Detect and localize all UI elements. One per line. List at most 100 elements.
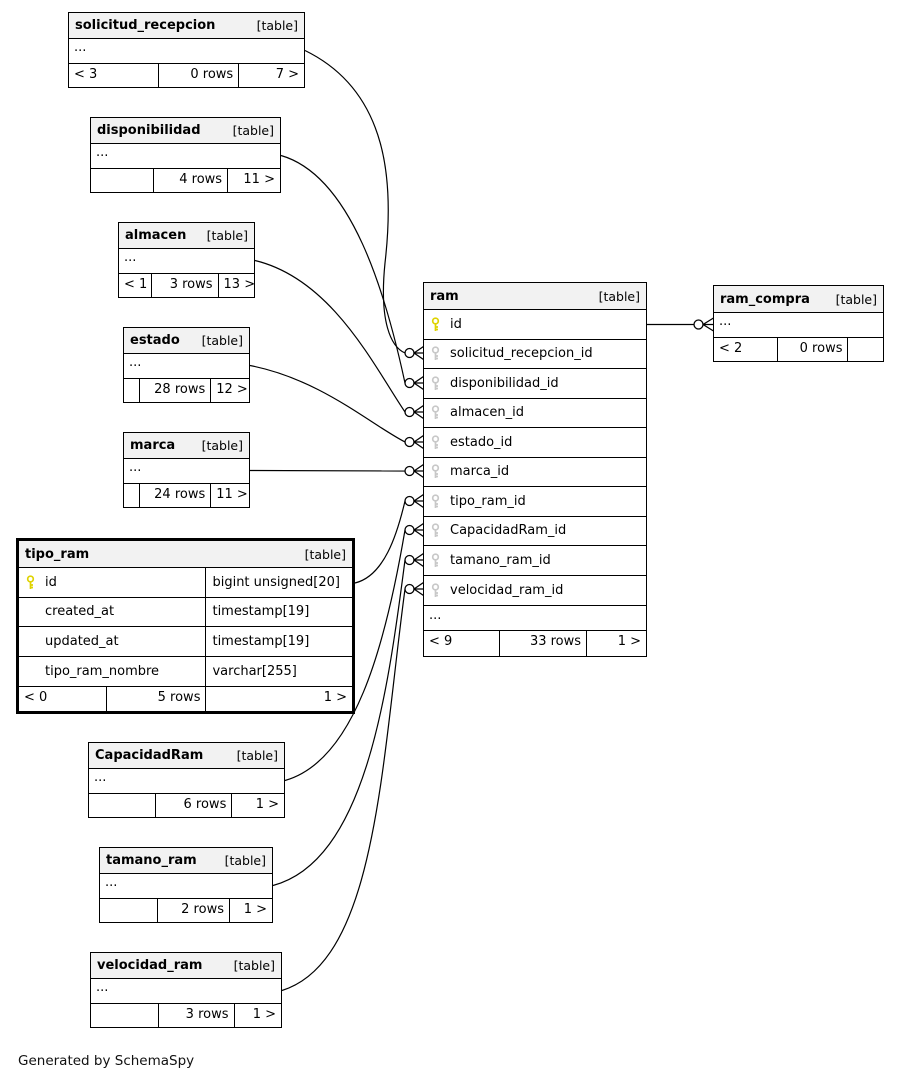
footer-children-count: < 9 <box>429 634 453 649</box>
column-row: id <box>424 310 646 340</box>
table-disponibilidad[interactable]: disponibilidad [table] ... 4 rows 11 > <box>90 117 281 193</box>
table-header: ram_compra [table] <box>714 286 883 313</box>
table-type-tag: [table] <box>256 18 298 33</box>
table-type-tag: [table] <box>201 438 243 453</box>
column-name: almacen_id <box>450 405 524 421</box>
table-header: ram [table] <box>424 283 646 310</box>
table-name: ram <box>430 288 459 304</box>
footer-parents-count: 1 > <box>231 794 284 817</box>
column-row: disponibilidad_id <box>424 369 646 399</box>
columns-ellipsis: ... <box>129 355 142 370</box>
link-estado-ram <box>249 364 406 443</box>
table-footer: 2 rows 1 > <box>100 898 272 922</box>
table-name: solicitud_recepcion <box>75 18 216 33</box>
link-tipo_ram-ram <box>354 500 406 584</box>
table-footer: < 0 5 rows 1 > <box>19 686 352 711</box>
table-tipo_ram[interactable]: tipo_ram [table] id bigint unsigned[20] … <box>16 538 355 714</box>
footer-children-count <box>100 899 157 922</box>
table-type-tag: [table] <box>232 123 274 138</box>
columns-ellipsis: ... <box>94 770 107 785</box>
column-row: estado_id <box>424 428 646 458</box>
table-capacidadram[interactable]: CapacidadRam [table] ... 6 rows 1 > <box>88 742 285 818</box>
table-footer: 6 rows 1 > <box>89 793 284 817</box>
table-header: tipo_ram [table] <box>19 541 352 568</box>
column-name: CapacidadRam_id <box>450 523 567 539</box>
crowfoot <box>413 345 424 361</box>
link-almacen-ram <box>254 259 406 413</box>
foreign-key-icon <box>430 494 450 509</box>
table-footer: < 2 0 rows <box>714 337 883 361</box>
column-name: updated_at <box>45 633 119 649</box>
table-name: disponibilidad <box>97 123 201 138</box>
column-name: marca_id <box>450 464 510 480</box>
table-ram[interactable]: ram [table] id solicitud_recepcion_id di… <box>423 282 647 657</box>
foreign-key-icon <box>430 464 450 479</box>
table-name: CapacidadRam <box>95 748 204 763</box>
generator-credit: Generated by SchemaSpy <box>18 1053 195 1069</box>
crowfoot <box>413 434 424 450</box>
zero-one-circle <box>404 554 415 566</box>
table-header: velocidad_ram [table] <box>91 953 281 979</box>
column-row: created_at timestamp[19] <box>19 597 352 627</box>
footer-parents-count: 1 > <box>205 687 352 711</box>
column-name: id <box>45 574 57 590</box>
footer-row-count: 3 rows <box>151 274 217 297</box>
columns-ellipsis: ... <box>124 250 137 265</box>
primary-key-icon <box>25 575 45 590</box>
table-header: disponibilidad [table] <box>91 118 280 144</box>
table-footer: < 3 0 rows 7 > <box>69 63 304 87</box>
footer-row-count: 0 rows <box>158 64 238 87</box>
link-marca-ram <box>249 469 406 472</box>
column-name: estado_id <box>450 434 513 450</box>
zero-one-circle <box>404 377 415 389</box>
table-velocidad_ram[interactable]: velocidad_ram [table] ... 3 rows 1 > <box>90 952 282 1028</box>
column-row: tipo_ram_nombre varchar[255] <box>19 656 352 686</box>
table-estado[interactable]: estado [table] ... 28 rows 12 > <box>123 327 250 403</box>
table-ram_compra[interactable]: ram_compra [table] ... < 2 0 rows <box>713 285 884 362</box>
table-type-tag: [table] <box>835 291 877 307</box>
link-solicitud_recepcion-ram <box>304 49 406 354</box>
table-header: almacen [table] <box>119 223 254 249</box>
table-name: almacen <box>125 228 187 243</box>
table-header: marca [table] <box>124 433 249 459</box>
table-type-tag: [table] <box>206 228 248 243</box>
column-name: tipo_ram_id <box>450 493 526 509</box>
columns-ellipsis: ... <box>129 460 142 475</box>
foreign-key-icon <box>430 435 450 450</box>
crowfoot <box>702 317 714 332</box>
table-solicitud_recepcion[interactable]: solicitud_recepcion [table] ... < 3 0 ro… <box>68 12 305 88</box>
footer-row-count: 3 rows <box>157 1004 234 1027</box>
link-tamano_ram-ram <box>272 559 406 887</box>
table-header: CapacidadRam [table] <box>89 743 284 769</box>
table-type-tag: [table] <box>224 853 266 868</box>
table-header: estado [table] <box>124 328 249 354</box>
column-name: id <box>450 316 462 332</box>
column-name: tamano_ram_id <box>450 552 551 568</box>
footer-row-count: 6 rows <box>155 794 231 817</box>
crowfoot <box>413 522 424 538</box>
footer-children-count <box>89 794 155 817</box>
footer-row-count: 4 rows <box>153 169 227 192</box>
table-marca[interactable]: marca [table] ... 24 rows 11 > <box>123 432 250 508</box>
table-tamano_ram[interactable]: tamano_ram [table] ... 2 rows 1 > <box>99 847 273 923</box>
table-name: marca <box>130 438 176 453</box>
foreign-key-icon <box>430 376 450 391</box>
column-type: varchar[255] <box>205 656 352 686</box>
footer-row-count: 24 rows <box>139 484 210 507</box>
column-name: created_at <box>45 604 115 620</box>
footer-parents-count: 1 > <box>228 899 272 922</box>
table-name: velocidad_ram <box>97 958 203 973</box>
zero-one-circle <box>693 319 704 330</box>
table-header: solicitud_recepcion [table] <box>69 13 304 39</box>
table-footer: 28 rows 12 > <box>124 378 249 402</box>
link-velocidad_ram-ram <box>281 588 406 992</box>
column-name: solicitud_recepcion_id <box>450 346 593 362</box>
footer-parents-count: 1 > <box>586 631 646 656</box>
table-almacen[interactable]: almacen [table] ... < 1 3 rows 13 > <box>118 222 255 298</box>
column-row: id bigint unsigned[20] <box>19 568 352 598</box>
footer-row-count: 28 rows <box>139 379 210 402</box>
column-row: updated_at timestamp[19] <box>19 627 352 657</box>
footer-parents-count: 11 > <box>210 484 249 507</box>
